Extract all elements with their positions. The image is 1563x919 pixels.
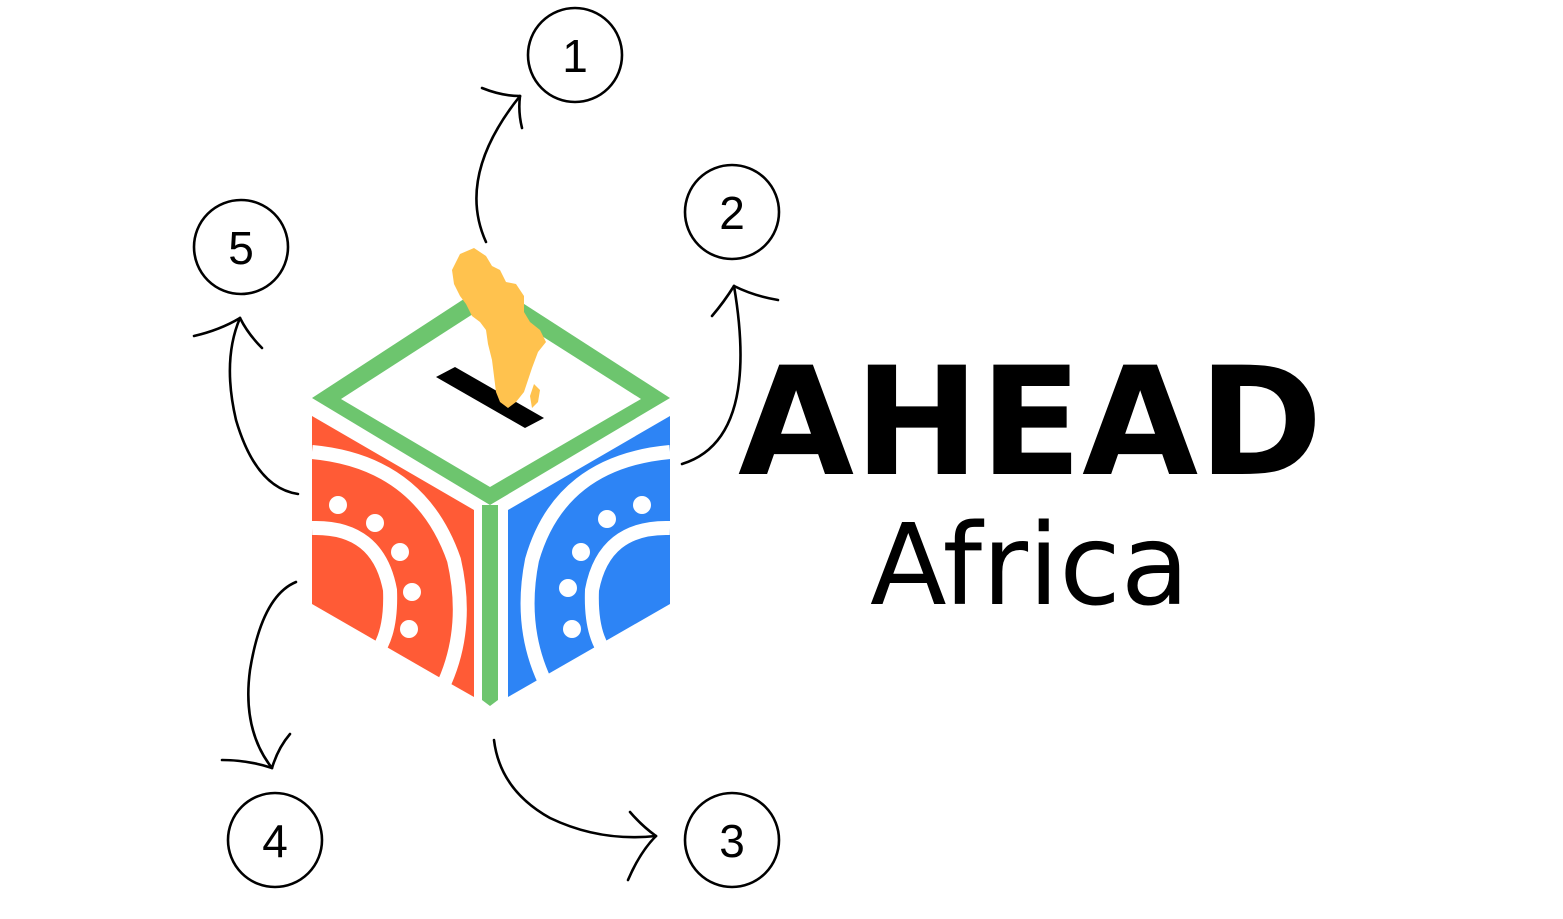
logo-title: AHEAD xyxy=(738,336,1323,510)
callout-4-label: 4 xyxy=(262,815,288,867)
logo-subtitle: Africa xyxy=(870,501,1190,631)
callout-2: 2 xyxy=(683,163,781,261)
box-slot xyxy=(436,367,544,428)
box-center-stripe xyxy=(482,505,498,706)
callout-1-label: 1 xyxy=(562,30,588,82)
arrow-to-5 xyxy=(192,316,300,496)
arrows xyxy=(192,86,780,882)
arrow-to-3 xyxy=(492,738,658,882)
arrow-to-4 xyxy=(220,580,298,770)
arrow-to-1 xyxy=(475,86,524,244)
callout-4: 4 xyxy=(226,791,324,889)
arrow-to-2 xyxy=(680,284,780,466)
callout-5-label: 5 xyxy=(228,222,254,274)
ballot-box-icon xyxy=(311,248,671,706)
callout-1: 1 xyxy=(526,6,624,104)
callout-5: 5 xyxy=(192,198,290,296)
box-right-face xyxy=(508,416,671,697)
box-left-face xyxy=(311,408,474,697)
callout-3-label: 3 xyxy=(719,815,745,867)
callout-3: 3 xyxy=(683,791,781,889)
callout-2-label: 2 xyxy=(719,187,745,239)
africa-map-icon xyxy=(452,248,546,408)
